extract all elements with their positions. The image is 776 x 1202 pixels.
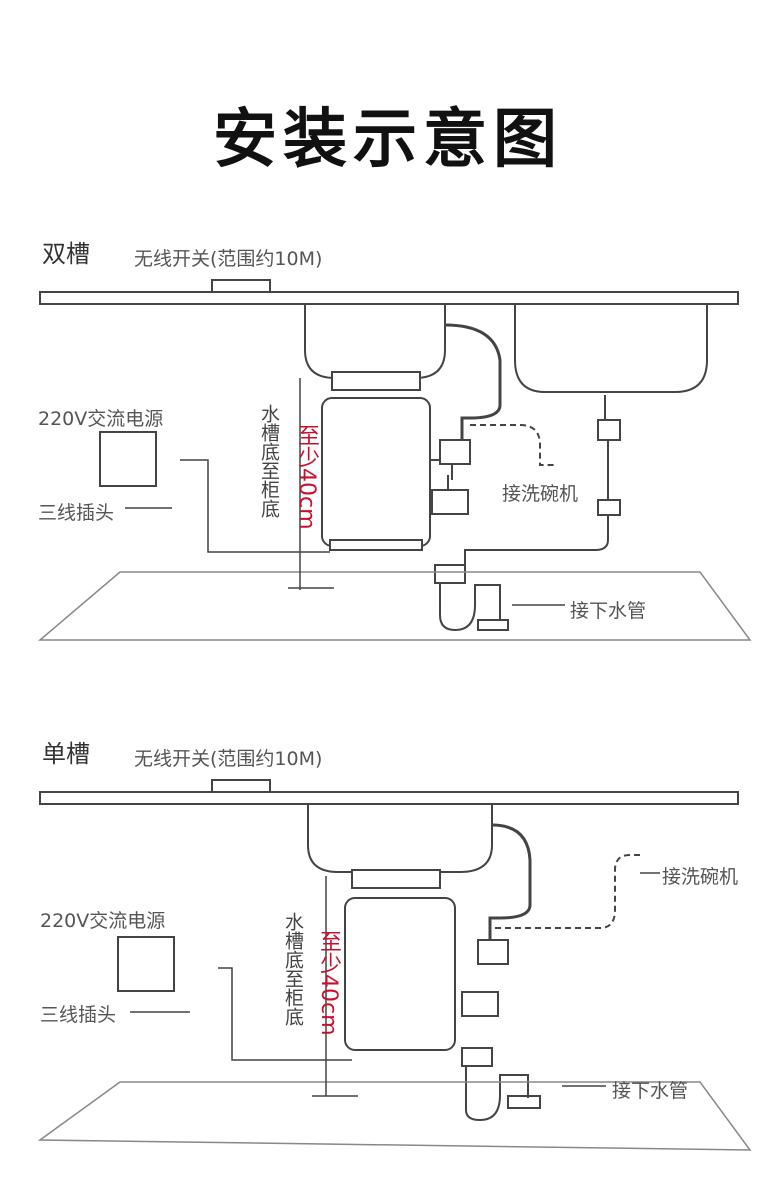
p-trap — [465, 1066, 541, 1122]
t-connector — [439, 439, 471, 465]
double-sink-title: 双槽 — [42, 240, 90, 268]
drain-label: 接下水管 — [612, 1080, 689, 1102]
height-value: 至少40cm — [294, 424, 319, 530]
height-value: 至少40cm — [316, 930, 341, 1036]
pipe-joint — [461, 991, 499, 1017]
dishwasher-label: 接洗碗机 — [662, 866, 739, 888]
floor — [37, 571, 752, 641]
p-trap — [439, 583, 509, 632]
disposer-flange — [351, 869, 441, 889]
countertop — [39, 291, 739, 305]
double-sink-diagram — [37, 279, 752, 641]
height-label: 水槽底至柜底 — [258, 404, 280, 518]
sink-left — [304, 305, 446, 379]
single-sink-diagram — [37, 779, 752, 1151]
wire — [218, 967, 352, 1061]
wireless-switch — [211, 779, 271, 793]
right-drain — [464, 395, 621, 570]
power-label: 220V交流电源 — [38, 408, 164, 430]
sink-right — [514, 305, 708, 393]
disposer-body — [321, 397, 431, 547]
disposer-flange — [331, 371, 421, 391]
overflow-pipe — [444, 323, 502, 440]
wireless-switch — [211, 279, 271, 293]
disposer-bottom — [329, 539, 423, 551]
t-connector — [477, 939, 509, 965]
dishwasher-hose — [495, 854, 640, 929]
power-label: 220V交流电源 — [40, 910, 166, 932]
single-sink-title: 单槽 — [42, 740, 90, 768]
switch-label: 无线开关(范围约10M) — [134, 748, 323, 770]
outlet — [117, 936, 175, 992]
drain-label: 接下水管 — [570, 600, 647, 622]
pipe-joint — [431, 489, 469, 515]
plug-label: 三线插头 — [40, 1004, 117, 1026]
dishwasher-hose — [470, 424, 555, 466]
sink — [307, 805, 493, 873]
floor — [37, 1081, 752, 1151]
page-title: 安装示意图 — [213, 103, 563, 177]
countertop — [39, 791, 739, 805]
dishwasher-label: 接洗碗机 — [502, 483, 579, 505]
outlet — [99, 431, 157, 487]
height-label: 水槽底至柜底 — [282, 912, 304, 1026]
overflow-pipe — [488, 823, 532, 940]
p-trap-joint — [434, 564, 466, 584]
switch-label: 无线开关(范围约10M) — [134, 248, 323, 270]
wire — [180, 459, 330, 553]
plug-label: 三线插头 — [38, 502, 115, 524]
p-trap-joint — [461, 1047, 493, 1067]
disposer-body — [344, 897, 456, 1051]
